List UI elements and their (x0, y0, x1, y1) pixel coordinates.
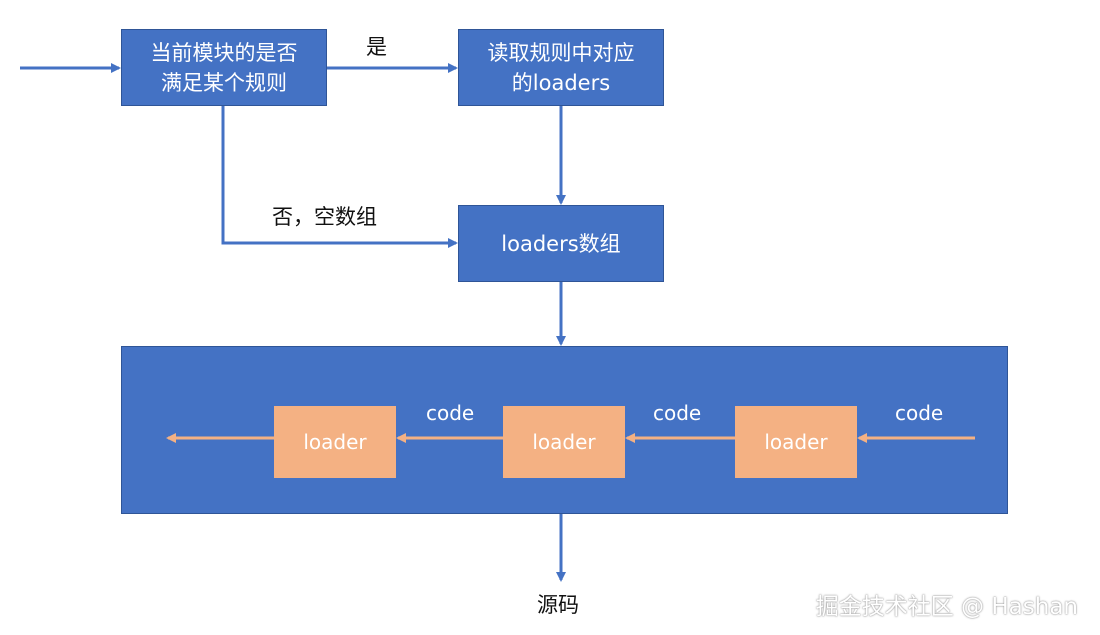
loader-label: loader (764, 430, 828, 454)
loader-box: loader (274, 406, 396, 478)
read-loaders-line2: 的loaders (511, 70, 611, 95)
watermark: 掘金技术社区 @ Hashan (815, 594, 1078, 620)
loader-label: loader (532, 430, 596, 454)
no-label: 否，空数组 (272, 205, 377, 229)
rule-check-line2: 满足某个规则 (161, 70, 287, 95)
rule-check-line1: 当前模块的是否 (150, 40, 298, 65)
yes-label: 是 (366, 35, 387, 59)
loaders-array-box: loaders数组 (458, 205, 664, 282)
code-label: code (895, 401, 944, 425)
read-loaders-line1: 读取规则中对应 (487, 40, 635, 65)
loader-box: loader (503, 406, 625, 478)
no-arrow (221, 106, 458, 248)
loader-box: loader (735, 406, 857, 478)
code-label: code (426, 401, 475, 425)
loaders-array-label: loaders数组 (501, 231, 621, 256)
code-label: code (653, 401, 702, 425)
loader-label: loader (303, 430, 367, 454)
rule-check-box: 当前模块的是否满足某个规则 (121, 29, 327, 106)
source-code-label: 源码 (537, 593, 579, 617)
read-loaders-box: 读取规则中对应的loaders (458, 29, 664, 106)
